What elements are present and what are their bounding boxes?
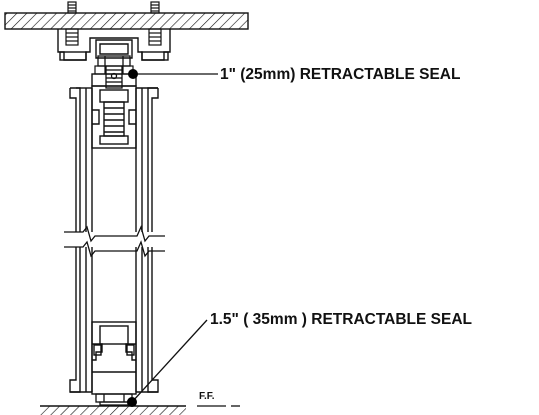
top-seal-leader <box>128 69 218 79</box>
left-stile <box>69 87 93 393</box>
panel-top-rail <box>91 73 137 149</box>
bottom-seal-leader <box>127 319 208 407</box>
finished-floor <box>40 405 240 415</box>
ceiling-slab <box>4 12 249 30</box>
top-seal-label: 1" (25mm) RETRACTABLE SEAL <box>220 66 460 83</box>
head-track <box>57 29 171 61</box>
right-stile <box>135 87 159 393</box>
anchor-bolt-left <box>65 1 79 46</box>
break-line <box>64 225 165 258</box>
finished-floor-label: F.F. <box>199 391 215 402</box>
roller-carriage <box>97 55 131 89</box>
panel-bottom-rail <box>91 321 137 395</box>
bottom-seal <box>95 393 133 406</box>
bottom-seal-label: 1.5" ( 35mm ) RETRACTABLE SEAL <box>210 311 472 328</box>
anchor-bolt-right <box>148 1 162 46</box>
